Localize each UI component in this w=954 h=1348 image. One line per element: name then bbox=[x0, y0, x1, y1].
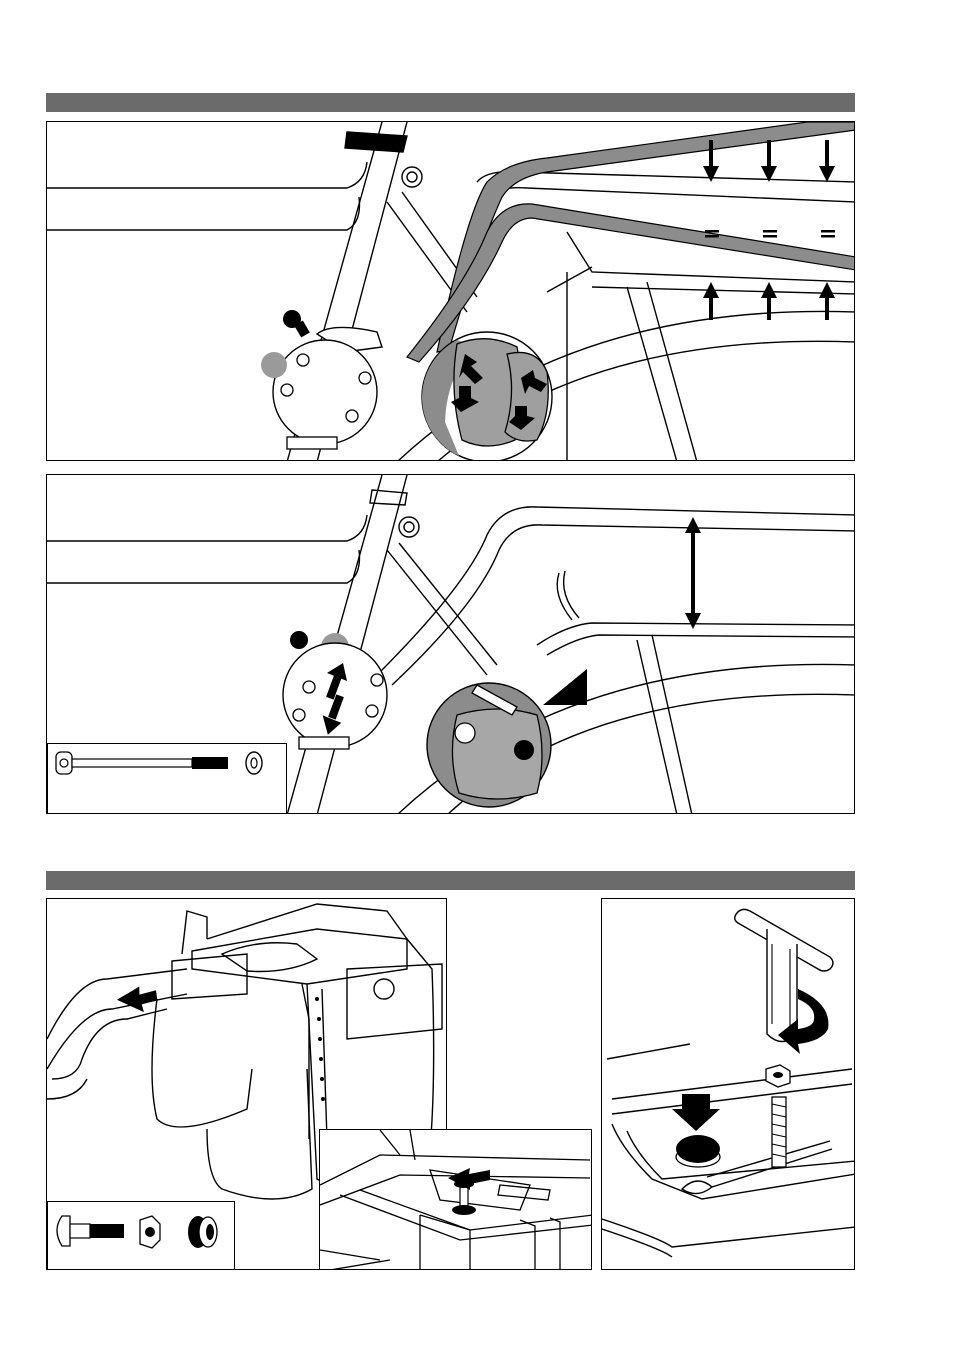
figure-2-rack-height bbox=[46, 474, 855, 814]
figure-3-detail bbox=[319, 1129, 592, 1270]
double-arrow-icon bbox=[685, 517, 701, 629]
arrow-right-icon bbox=[116, 984, 159, 1015]
wedge-pointer-icon bbox=[543, 669, 587, 705]
cap-icon bbox=[188, 1216, 217, 1248]
arrow-up-icon bbox=[761, 282, 777, 320]
figure-1-rack-alignment bbox=[46, 121, 855, 461]
knob-icon bbox=[290, 631, 308, 649]
arrow-right-icon bbox=[448, 1168, 490, 1190]
equal-sign-icon bbox=[821, 230, 835, 238]
arrow-up-icon bbox=[703, 282, 719, 320]
highlight-circle bbox=[261, 352, 287, 378]
clamp-detail-icon bbox=[422, 332, 552, 461]
figure-4-tighten bbox=[601, 898, 855, 1270]
mounting-plate bbox=[261, 310, 382, 449]
carriage-bolt-icon bbox=[57, 1216, 124, 1246]
figure-3-detail-drawing bbox=[320, 1130, 592, 1270]
bolt-icon bbox=[772, 1097, 786, 1167]
nut-icon bbox=[766, 1065, 790, 1087]
arrow-up-icon bbox=[819, 282, 835, 320]
arrow-down-icon bbox=[761, 140, 777, 182]
bolt-icon bbox=[56, 752, 228, 774]
figure-1-drawing bbox=[47, 122, 855, 461]
nut-icon bbox=[140, 1216, 160, 1248]
section-bar-bottom bbox=[46, 871, 855, 890]
hardware-inset-bolt bbox=[47, 743, 287, 814]
washer-icon bbox=[246, 752, 262, 774]
cap-icon bbox=[676, 1135, 720, 1167]
hardware-inset-box bbox=[47, 1201, 235, 1270]
arrow-down-icon bbox=[819, 140, 835, 182]
equal-sign-icon bbox=[763, 230, 777, 238]
clamp-detail-icon bbox=[427, 683, 551, 807]
mounting-plate bbox=[283, 631, 387, 749]
arrow-down-icon bbox=[672, 1094, 720, 1131]
figure-4-drawing bbox=[602, 899, 855, 1270]
section-bar-top bbox=[46, 93, 855, 112]
